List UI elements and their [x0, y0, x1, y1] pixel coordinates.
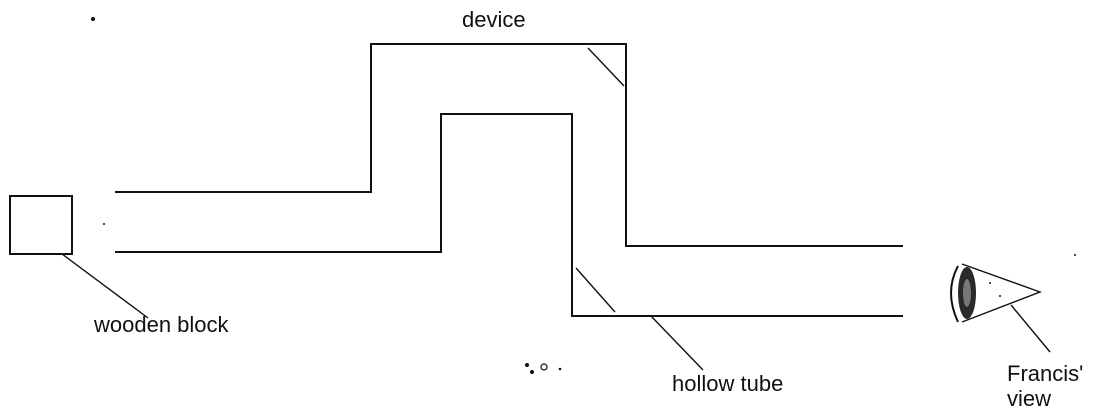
device-label: device	[462, 7, 526, 32]
observer-label-line1: Francis'	[1007, 361, 1083, 386]
device-outer-wall	[115, 43, 903, 247]
wooden-block-label: wooden block	[93, 312, 230, 337]
device-inner-wall	[115, 113, 903, 317]
scan-speckles	[91, 17, 1076, 374]
eye-icon	[950, 263, 1043, 323]
wooden-block-leader	[61, 253, 149, 319]
wooden-block	[9, 195, 73, 255]
bottom-mirror	[575, 267, 616, 313]
hollow-tube-leader	[650, 315, 704, 371]
hollow-tube-label: hollow tube	[672, 371, 783, 396]
observer-leader	[1010, 304, 1051, 353]
observer-label-line2: view	[1007, 386, 1051, 411]
top-mirror	[587, 47, 625, 87]
